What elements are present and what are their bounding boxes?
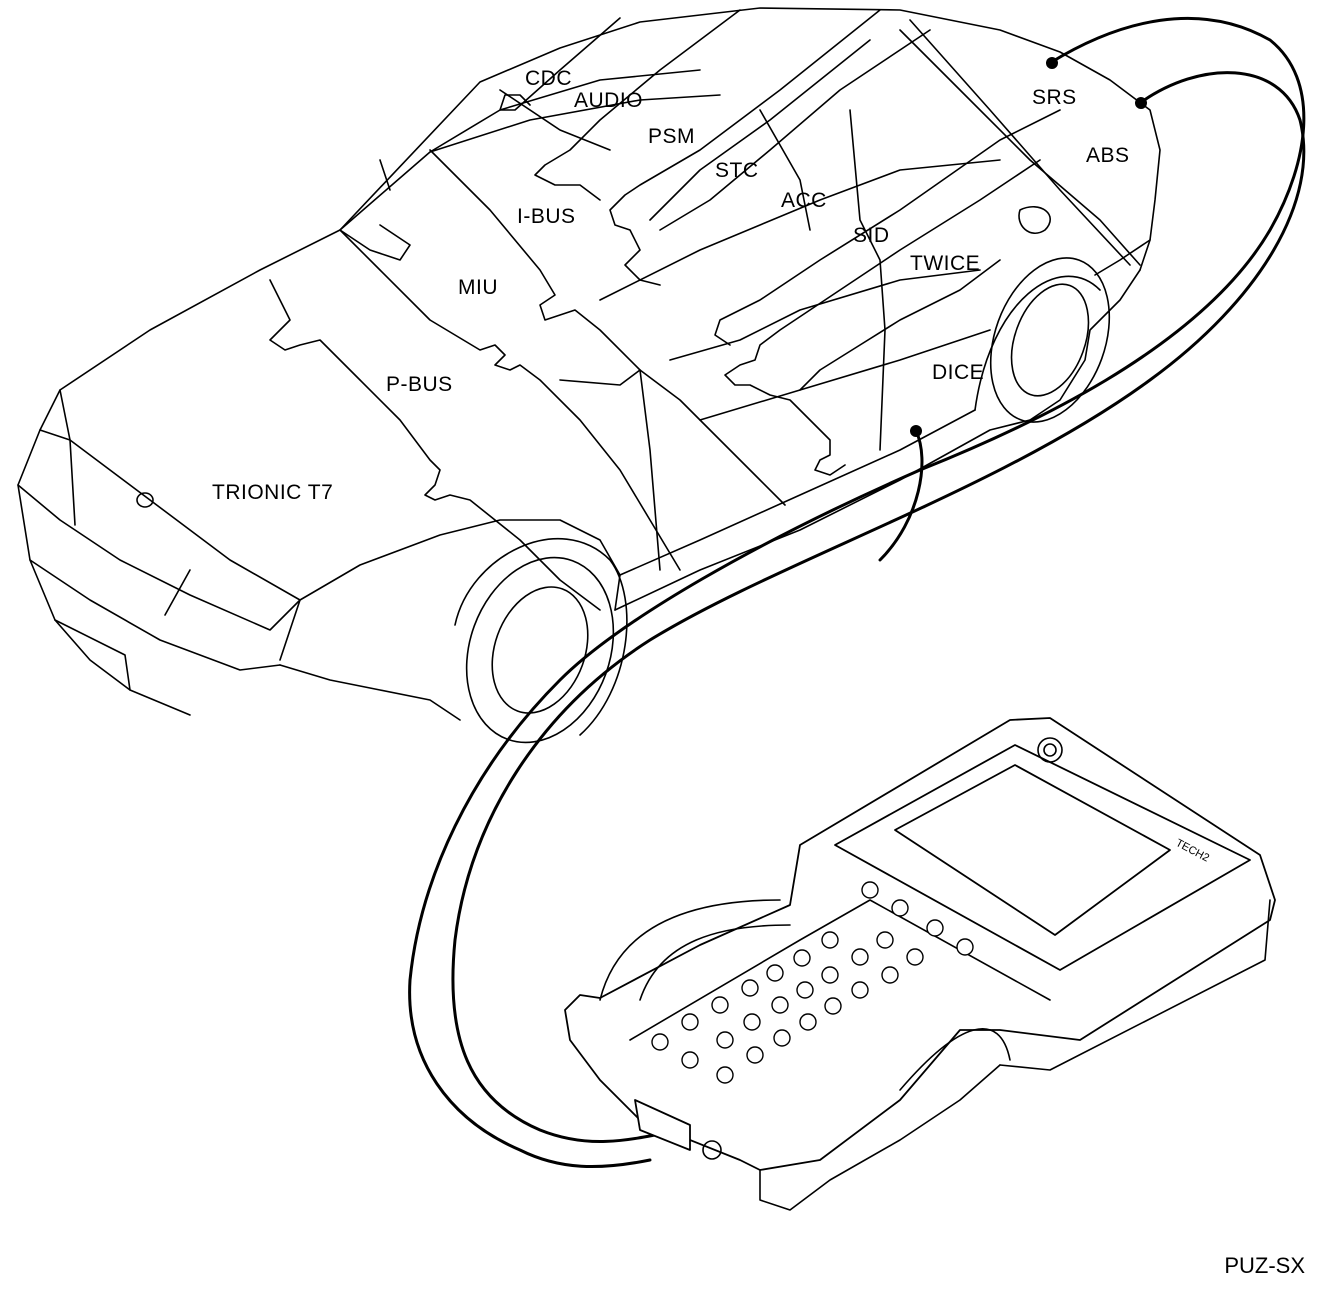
module-label-audio: AUDIO: [574, 89, 643, 112]
keypad-key: [906, 948, 924, 966]
module-label-dice: DICE: [932, 361, 984, 384]
module-label-stc: STC: [715, 159, 759, 182]
diagnostic-tool-illustration: TECH2: [564, 717, 1276, 1211]
connector-point: [910, 425, 922, 437]
keypad-key: [746, 1046, 764, 1064]
keypad-key: [861, 881, 879, 899]
keypad-key: [716, 1031, 734, 1049]
module-label-cdc: CDC: [525, 67, 572, 90]
module-label-srs: SRS: [1032, 86, 1077, 109]
module-label-abs: ABS: [1086, 144, 1130, 167]
module-label-miu: MIU: [458, 276, 498, 299]
module-label-twice: TWICE: [910, 252, 980, 275]
module-label-psm: PSM: [648, 125, 695, 148]
keypad-key: [766, 964, 784, 982]
keypad-key: [956, 938, 974, 956]
keypad-key: [821, 931, 839, 949]
module-label-sid: SID: [853, 224, 890, 247]
keypad-key: [851, 981, 869, 999]
keypad-key: [821, 966, 839, 984]
keypad-key: [799, 1013, 817, 1031]
network-puzzle-lines: [269, 9, 1141, 611]
keypad-key: [793, 949, 811, 967]
keypad-key: [651, 1033, 669, 1051]
keypad-key: [796, 981, 814, 999]
connector-point: [1046, 57, 1058, 69]
keypad-key: [881, 966, 899, 984]
keypad-key: [711, 996, 729, 1014]
keypad-key: [851, 948, 869, 966]
keypad-key: [681, 1013, 699, 1031]
module-label-i-bus: I-BUS: [517, 205, 576, 228]
keypad-key: [681, 1051, 699, 1069]
module-label-trionic-t7: TRIONIC T7: [212, 481, 333, 504]
car-illustration: [17, 7, 1161, 744]
module-label-p-bus: P-BUS: [386, 373, 453, 396]
module-labels: CDC AUDIO PSM STC I-BUS ACC SRS ABS SID …: [212, 67, 1130, 504]
keypad-key: [876, 931, 894, 949]
keypad-key: [743, 1013, 761, 1031]
drawing-code: PUZ-SX: [1224, 1253, 1305, 1278]
keypad-key: [891, 899, 909, 917]
module-label-acc: ACC: [781, 189, 827, 212]
keypad: [651, 881, 974, 1084]
keypad-key: [716, 1066, 734, 1084]
keypad-key: [771, 996, 789, 1014]
keypad-key: [926, 919, 944, 937]
connector-point: [1135, 97, 1147, 109]
diagnostic-cable: [408, 16, 1306, 1169]
keypad-key: [741, 979, 759, 997]
keypad-key: [773, 1029, 791, 1047]
keypad-key: [824, 997, 842, 1015]
